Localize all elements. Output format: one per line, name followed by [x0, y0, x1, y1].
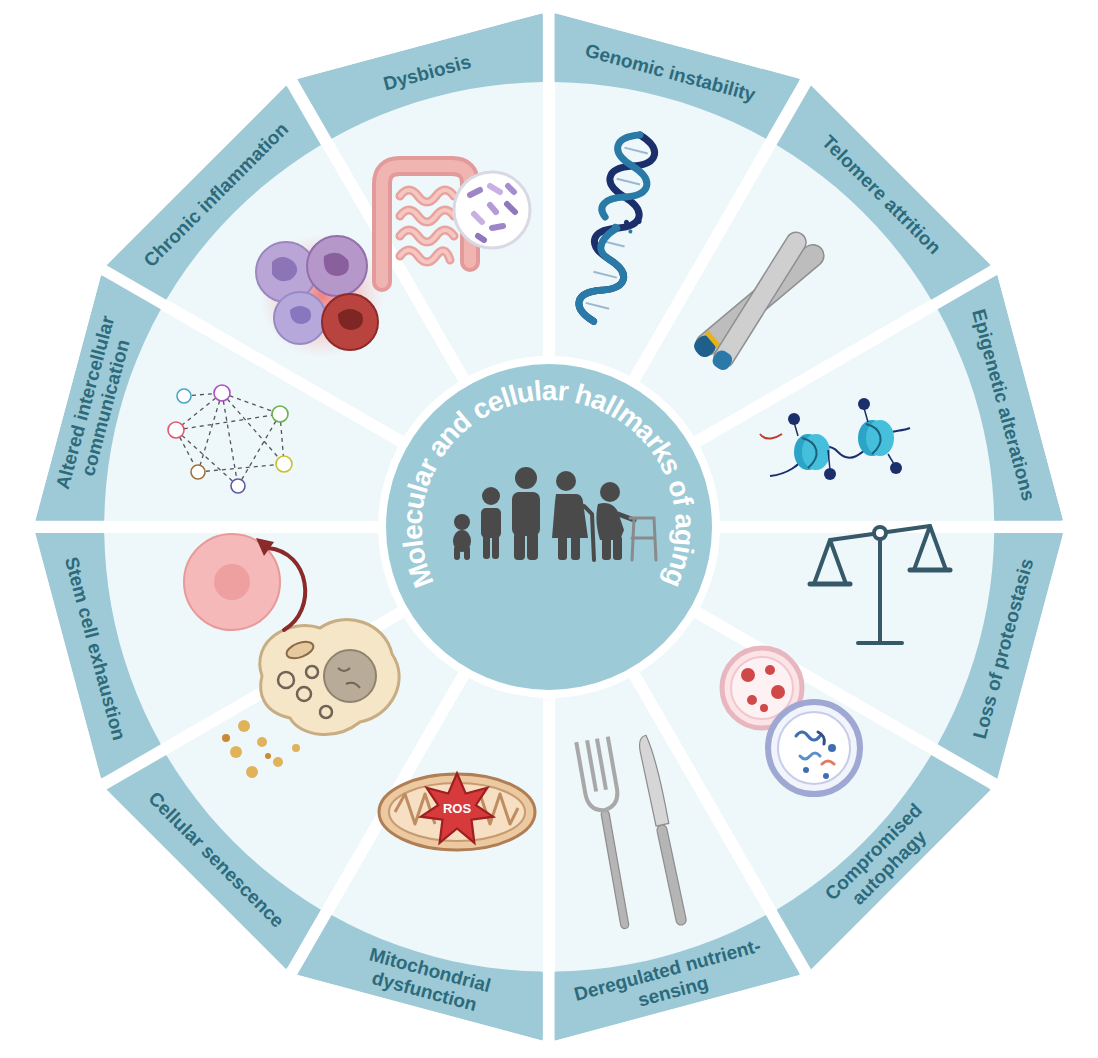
hallmark-tab: Dysbiosis: [297, 13, 560, 143]
tab-outline: [107, 85, 334, 312]
hallmark-label: Loss of proteostasis: [969, 556, 1038, 741]
center-circle: Molecular and cellular hallmarks of agin…: [386, 364, 712, 690]
network-icon: [168, 385, 292, 493]
hallmark-tab: Deregulated nutrient-sensing: [538, 911, 801, 1041]
hallmark-label: Altered intercellular communication: [48, 301, 142, 510]
tab-outline: [764, 742, 991, 969]
hallmark-tab: Mitochondrial dysfunction: [297, 911, 560, 1041]
tab-outline: [297, 13, 560, 143]
hallmark-label: Dysbiosis: [381, 51, 473, 95]
hallmark-label: Compromised autophagy: [794, 772, 969, 947]
hallmark-tab: Genomic instability: [538, 13, 801, 143]
intestine-icon: [382, 166, 530, 282]
hallmark-tab: Altered intercellular communication: [35, 275, 165, 538]
tab-text-holder: Loss of proteostasis: [946, 530, 1060, 767]
hallmark-tab: Loss of proteostasis: [933, 516, 1063, 779]
tab-outline: [764, 85, 991, 312]
tab-outline: [297, 911, 560, 1041]
tab-text-holder: Mitochondrial dysfunction: [309, 924, 546, 1038]
tab-text-holder: Deregulated nutrient-sensing: [552, 924, 789, 1038]
title-letter: l: [533, 377, 543, 406]
tab-text-holder: Compromised autophagy: [780, 758, 982, 960]
people-aging-icon: [386, 364, 712, 690]
tab-outline: [933, 275, 1063, 538]
autophagosome-icon: [722, 648, 860, 794]
hallmark-label: Genomic instability: [583, 40, 758, 106]
chromosome-icon: [690, 229, 828, 374]
title-letter: r: [556, 377, 570, 406]
wheel-title: Molecular and cellular hallmarks of agin…: [386, 364, 712, 690]
tab-outline: [107, 742, 334, 969]
mitochondrion-icon: [379, 773, 535, 850]
immune-cells-icon: [256, 234, 384, 358]
tab-outline: [35, 516, 165, 779]
tab-outline: [538, 911, 801, 1041]
balance-scale-icon: [810, 526, 950, 643]
segment-grounds: [100, 78, 998, 976]
stem-cell-icon: [184, 534, 305, 630]
tab-text-holder: Cellular senescence: [116, 758, 318, 960]
hallmark-label: Cellular senescence: [145, 787, 289, 931]
tab-text-holder: Dysbiosis: [309, 16, 546, 130]
hallmark-label: Mitochondrial dysfunction: [323, 934, 532, 1028]
title-letter: e: [399, 524, 428, 541]
title-letter: a: [542, 377, 558, 405]
nucleosome-icon: [760, 398, 910, 480]
hallmark-tab: Stem cell exhaustion: [35, 516, 165, 779]
hallmark-tab: Cellular senescence: [107, 742, 334, 969]
tab-text-holder: Chronic inflammation: [116, 94, 318, 296]
hallmark-label: Epigenetic alterations: [967, 307, 1039, 503]
tab-text-holder: Epigenetic alterations: [946, 287, 1060, 524]
hallmark-label: Telomere attrition: [818, 131, 946, 259]
hallmark-label: Chronic inflammation: [140, 118, 293, 271]
tab-text-holder: Altered intercellular communication: [38, 287, 152, 524]
hallmark-tab: Compromised autophagy: [764, 742, 991, 969]
hallmark-tab: Telomere attrition: [764, 85, 991, 312]
center-shape: [386, 364, 712, 690]
title-letter: a: [671, 513, 700, 530]
tab-text-holder: Genomic instability: [552, 16, 789, 130]
tab-outline: [933, 516, 1063, 779]
ros-label: ROS: [443, 801, 471, 816]
fork-knife-icon: [576, 734, 690, 931]
hallmark-label: Deregulated nutrient-sensing: [566, 934, 775, 1028]
tab-outline: [538, 13, 801, 143]
dna-helix-icon: [575, 130, 662, 326]
hallmark-tab: Chronic inflammation: [107, 85, 334, 312]
hallmark-tab: Epigenetic alterations: [933, 275, 1063, 538]
senescent-cell-icon: [222, 620, 399, 778]
hallmark-label: Stem cell exhaustion: [60, 555, 129, 743]
tab-outline: [35, 275, 165, 538]
tab-text-holder: Stem cell exhaustion: [38, 530, 152, 767]
center-outline: [386, 364, 712, 690]
tab-text-holder: Telomere attrition: [780, 94, 982, 296]
